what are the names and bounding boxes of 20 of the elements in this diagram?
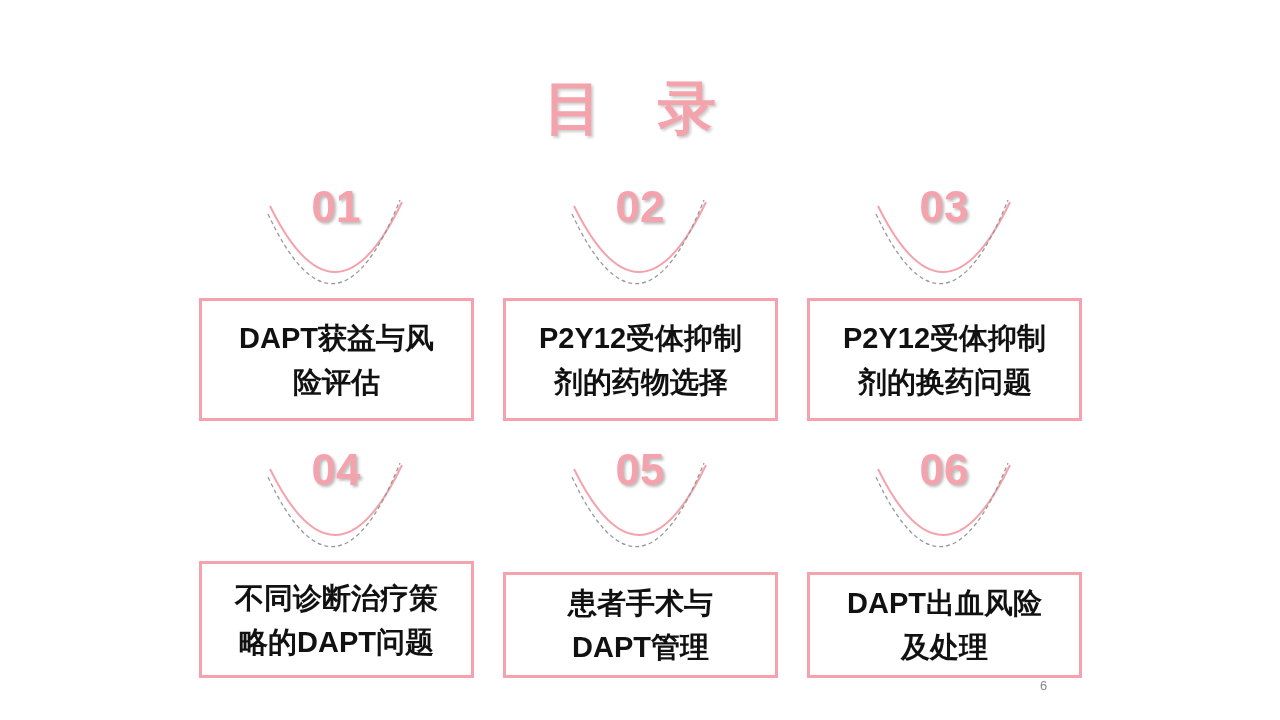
topic-box xyxy=(503,298,778,421)
section-number: 04 xyxy=(310,445,362,495)
topic-text: 不同诊断治疗策略的DAPT问题 xyxy=(233,580,439,660)
topic-text: P2Y12受体抑制剂的药物选择 xyxy=(537,320,744,400)
section-number: 05 xyxy=(614,445,666,495)
section-number: 03 xyxy=(918,182,970,232)
section-number: 01 xyxy=(310,182,362,232)
topic-box xyxy=(807,572,1082,678)
topic-box xyxy=(199,561,474,678)
section-number: 02 xyxy=(614,182,666,232)
topic-text: DAPT出血风险及处理 xyxy=(846,586,1043,665)
topic-box xyxy=(199,298,474,421)
topic-text: 患者手术与DAPT管理 xyxy=(566,586,714,665)
page-number: 6 xyxy=(1040,678,1048,693)
topic-box xyxy=(503,572,778,678)
topic-text: P2Y12受体抑制剂的换药问题 xyxy=(841,320,1048,400)
section-number: 06 xyxy=(918,445,970,495)
slide-title: 目 录 xyxy=(542,74,738,142)
topic-box xyxy=(807,298,1082,421)
topic-text: DAPT获益与风险评估 xyxy=(238,320,435,400)
